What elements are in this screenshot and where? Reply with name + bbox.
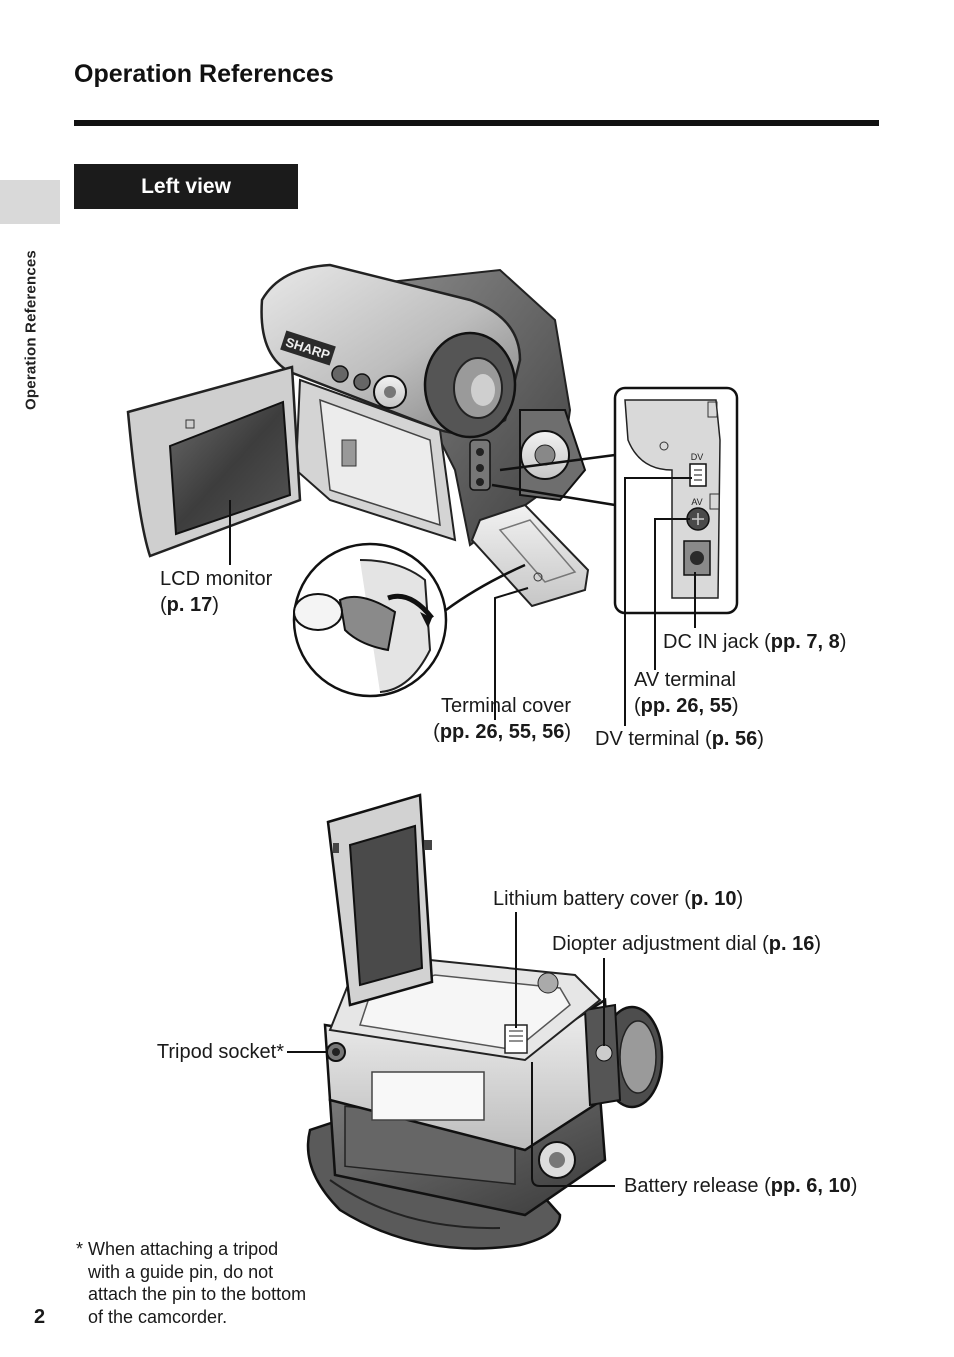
footnote-marker: *	[76, 1239, 84, 1259]
lithium-battery-cover-paren-close: )	[736, 888, 744, 910]
av-terminal-callout: AV terminal (pp. 26, 55)	[634, 667, 739, 719]
av-terminal-paren-open: (	[634, 695, 641, 717]
diopter-dial-paren-close: )	[814, 933, 822, 955]
dv-terminal-paren-close: )	[757, 728, 764, 750]
dc-in-jack-paren-close: )	[839, 631, 847, 653]
dv-terminal-label: DV terminal (	[595, 728, 712, 750]
diopter-dial-callout: Diopter adjustment dial (p. 16)	[552, 931, 821, 957]
terminal-cover-callout: Terminal cover (pp. 26, 55, 56)	[433, 693, 571, 745]
terminal-cover-paren-open: (	[433, 721, 440, 743]
battery-release-label: Battery release (	[624, 1175, 771, 1197]
page-number: 2	[34, 1306, 46, 1328]
section-label: Left view	[74, 164, 298, 209]
side-tab	[0, 180, 60, 224]
tripod-socket-label: Tripod socket*	[156, 1041, 284, 1063]
battery-release-paren-close: )	[850, 1175, 858, 1197]
terminal-cover-page-ref: pp. 26, 55, 56	[439, 721, 565, 743]
footnote-text: When attaching a tripod with a guide pin…	[88, 1239, 307, 1327]
lcd-monitor-page-ref: p. 17	[166, 594, 213, 616]
dc-in-jack-callout: DC IN jack (pp. 7, 8)	[663, 629, 846, 655]
dc-in-jack-page-ref: pp. 7, 8	[770, 631, 840, 653]
diopter-dial-page-ref: p. 16	[768, 933, 815, 955]
dc-in-jack-label: DC IN jack (	[663, 631, 771, 653]
diopter-dial-label: Diopter adjustment dial (	[552, 933, 769, 955]
footnote: * When attaching a tripod with a guide p…	[76, 1238, 348, 1328]
lcd-monitor-paren-open: (	[160, 594, 167, 616]
dv-terminal-callout: DV terminal (p. 56)	[595, 726, 764, 752]
port-av-label: AV	[691, 497, 702, 507]
port-dv-label: DV	[691, 452, 704, 462]
page-title: Operation References	[74, 60, 334, 88]
lithium-battery-cover-callout: Lithium battery cover (p. 10)	[493, 886, 743, 912]
terminal-cover-label: Terminal cover	[440, 695, 571, 717]
lithium-battery-cover-page-ref: p. 10	[690, 888, 737, 910]
battery-release-callout: Battery release (pp. 6, 10)	[624, 1173, 857, 1199]
av-terminal-label: AV terminal	[634, 669, 736, 691]
av-terminal-paren-close: )	[731, 695, 739, 717]
lcd-monitor-paren-close: )	[212, 594, 219, 616]
dv-terminal-page-ref: p. 56	[711, 728, 758, 750]
lcd-monitor-label: LCD monitor	[160, 568, 273, 590]
tripod-socket-callout: Tripod socket*	[157, 1039, 284, 1065]
title-rule	[74, 120, 879, 126]
av-terminal-page-ref: pp. 26, 55	[640, 695, 732, 717]
lithium-battery-cover-label: Lithium battery cover (	[493, 888, 691, 910]
lcd-monitor-callout: LCD monitor (p. 17)	[160, 566, 272, 618]
terminal-cover-paren-close: )	[564, 721, 571, 743]
battery-release-page-ref: pp. 6, 10	[770, 1175, 851, 1197]
